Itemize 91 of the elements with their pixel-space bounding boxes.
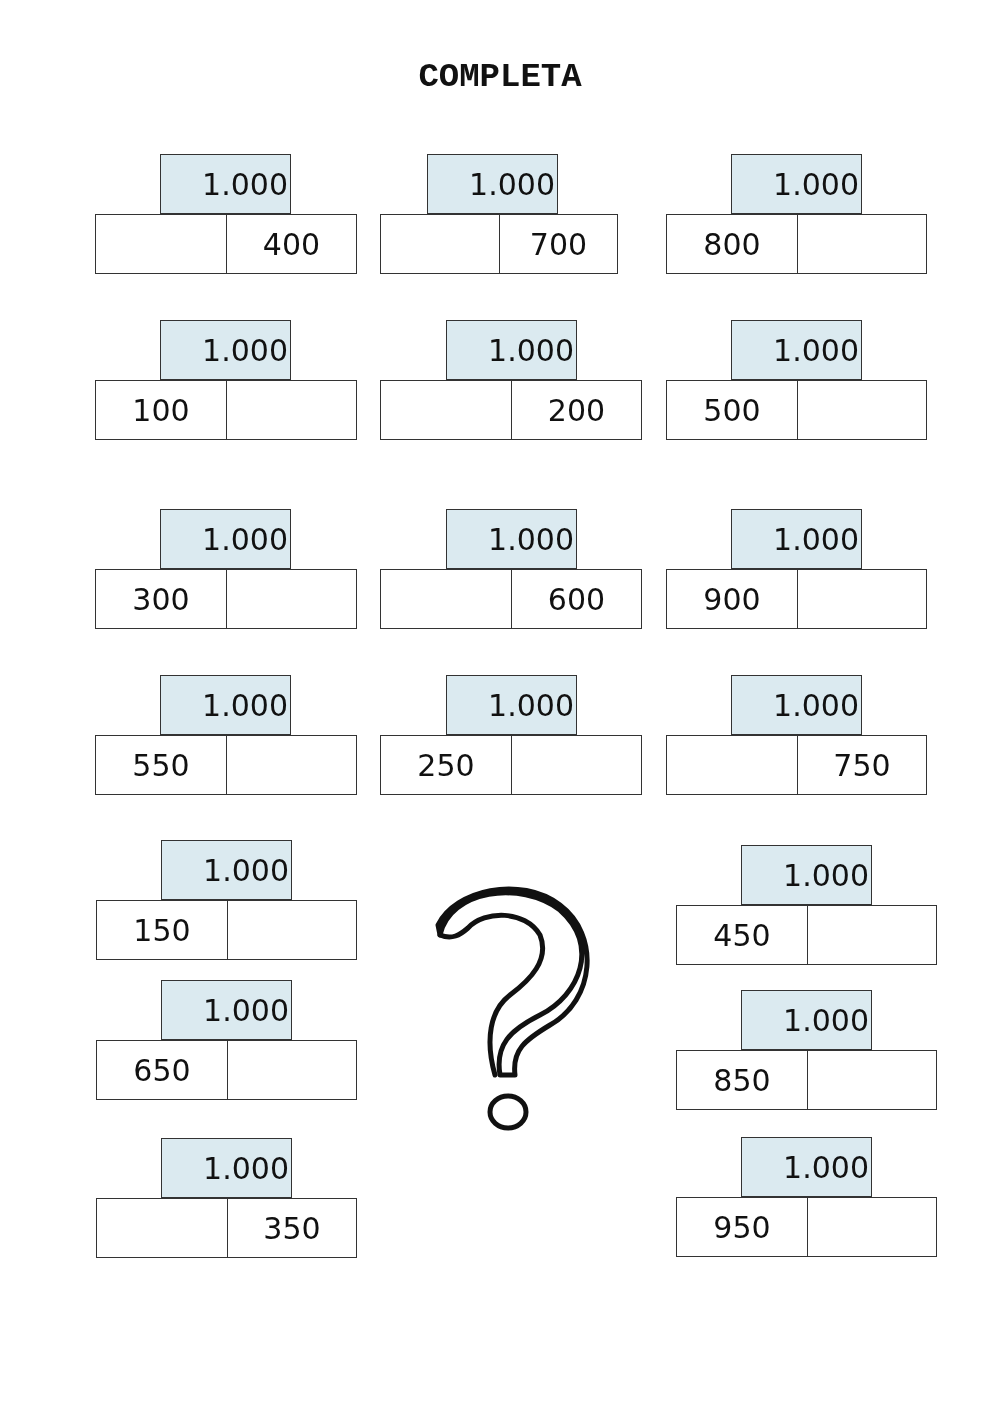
answer-box: [227, 1040, 357, 1100]
number-box: [95, 380, 227, 440]
answer-box: [807, 905, 937, 965]
answer-box: [95, 214, 227, 274]
number-value: 250: [417, 747, 475, 783]
total-value: 1.000: [203, 1150, 289, 1186]
total-value: 1.000: [202, 521, 288, 557]
number-value: 400: [262, 226, 321, 262]
total-value: 1.000: [203, 852, 289, 888]
total-value: 1.000: [773, 687, 859, 723]
answer-box: [797, 569, 927, 629]
total-box: [731, 509, 862, 569]
number-box: [380, 735, 512, 795]
total-box: [741, 1137, 872, 1197]
total-value: 1.000: [203, 992, 289, 1028]
total-value: 1.000: [783, 1149, 869, 1185]
total-box: [427, 154, 558, 214]
answer-box: [226, 380, 357, 440]
number-box: [95, 569, 227, 629]
number-box: [676, 905, 808, 965]
number-value: 500: [703, 392, 761, 428]
total-box: [731, 675, 862, 735]
number-value: 650: [133, 1052, 191, 1088]
total-value: 1.000: [469, 166, 555, 202]
number-value: 800: [703, 226, 761, 262]
answer-box: [797, 380, 927, 440]
answer-box: [226, 735, 357, 795]
number-box: [96, 1040, 228, 1100]
answer-box: [227, 900, 357, 960]
number-box: [676, 1050, 808, 1110]
total-box: [160, 154, 291, 214]
answer-box: [807, 1050, 937, 1110]
answer-box: [380, 214, 500, 274]
total-value: 1.000: [773, 332, 859, 368]
number-value: 150: [133, 912, 191, 948]
total-box: [160, 509, 291, 569]
answer-box: [380, 569, 512, 629]
number-value: 850: [713, 1062, 771, 1098]
total-box: [446, 509, 577, 569]
page-title: COMPLETA: [417, 58, 583, 96]
number-value: 550: [132, 747, 190, 783]
number-box: [96, 900, 228, 960]
answer-box: [666, 735, 798, 795]
number-box: [227, 1198, 357, 1258]
total-box: [161, 840, 292, 900]
number-box: [666, 569, 798, 629]
number-value: 300: [132, 581, 190, 617]
answer-box: [96, 1198, 228, 1258]
total-box: [741, 990, 872, 1050]
total-value: 1.000: [783, 857, 869, 893]
number-box: [676, 1197, 808, 1257]
number-value: 900: [703, 581, 761, 617]
number-box: [511, 380, 642, 440]
total-value: 1.000: [773, 521, 859, 557]
total-box: [160, 675, 291, 735]
number-value: 100: [132, 392, 190, 428]
total-value: 1.000: [202, 687, 288, 723]
total-value: 1.000: [773, 166, 859, 202]
number-value: 450: [713, 917, 771, 953]
number-box: [511, 569, 642, 629]
total-value: 1.000: [488, 332, 574, 368]
number-box: [226, 214, 357, 274]
number-box: [499, 214, 618, 274]
total-box: [161, 980, 292, 1040]
number-value: 950: [713, 1209, 771, 1245]
answer-box: [797, 214, 927, 274]
total-box: [160, 320, 291, 380]
total-value: 1.000: [488, 521, 574, 557]
answer-box: [380, 380, 512, 440]
total-box: [161, 1138, 292, 1198]
total-box: [446, 320, 577, 380]
total-box: [741, 845, 872, 905]
number-value: 200: [547, 392, 606, 428]
total-value: 1.000: [488, 687, 574, 723]
number-value: 600: [547, 581, 606, 617]
number-box: [797, 735, 927, 795]
number-value: 350: [263, 1210, 321, 1246]
total-value: 1.000: [202, 332, 288, 368]
number-value: 700: [529, 226, 588, 262]
number-box: [666, 380, 798, 440]
total-value: 1.000: [202, 166, 288, 202]
answer-box: [226, 569, 357, 629]
total-value: 1.000: [783, 1002, 869, 1038]
number-box: [95, 735, 227, 795]
answer-box: [511, 735, 642, 795]
answer-box: [807, 1197, 937, 1257]
number-value: 750: [833, 747, 891, 783]
total-box: [731, 154, 862, 214]
total-box: [446, 675, 577, 735]
total-box: [731, 320, 862, 380]
number-box: [666, 214, 798, 274]
